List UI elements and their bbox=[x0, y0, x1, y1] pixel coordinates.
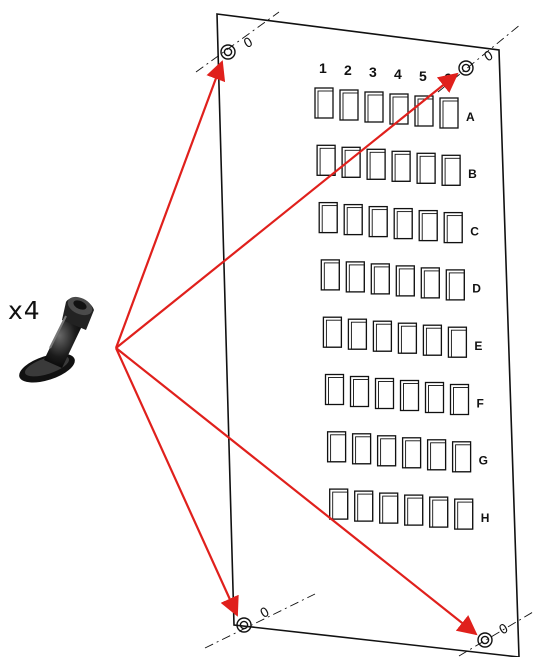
column-label: 3 bbox=[369, 64, 377, 80]
quantity-label: x4 bbox=[8, 296, 41, 325]
arrow-to-bottom-left-hole bbox=[114, 347, 239, 617]
connector-cutout bbox=[441, 154, 461, 186]
mounting-hole-icon bbox=[477, 632, 493, 648]
connector-row: D bbox=[320, 259, 481, 301]
hole-center-lines bbox=[195, 11, 533, 657]
connector-cutout bbox=[372, 320, 393, 352]
connector-row: F bbox=[324, 373, 484, 416]
connector-cutout bbox=[429, 496, 449, 528]
connector-row: A bbox=[314, 87, 475, 129]
connector-cutout bbox=[443, 211, 463, 244]
column-label: 1 bbox=[319, 60, 327, 76]
connector-cutout bbox=[316, 144, 336, 176]
row-label: C bbox=[470, 224, 479, 238]
mounting-hole-icon bbox=[220, 44, 236, 60]
connector-cutout bbox=[449, 383, 470, 416]
column-label: 4 bbox=[394, 66, 402, 82]
connector-row: H bbox=[329, 488, 490, 530]
connector-cutout bbox=[416, 152, 436, 184]
row-label: B bbox=[468, 167, 477, 181]
connector-cutout bbox=[393, 207, 413, 240]
arrow-to-bottom-right-hole bbox=[115, 347, 478, 636]
connector-cutout bbox=[445, 269, 465, 301]
connector-cutout bbox=[391, 150, 411, 182]
row-label: D bbox=[472, 282, 481, 296]
column-label: 2 bbox=[344, 62, 352, 78]
connector-cutout bbox=[376, 435, 397, 467]
connector-cutout bbox=[447, 326, 468, 358]
connector-row: B bbox=[316, 144, 477, 186]
connector-cutout bbox=[404, 494, 424, 526]
arrows bbox=[114, 60, 478, 636]
connector-cutout bbox=[329, 488, 349, 520]
row-label: E bbox=[474, 339, 482, 353]
row-label: F bbox=[477, 396, 484, 410]
connector-row: G bbox=[326, 431, 488, 473]
connector-cutout bbox=[354, 490, 374, 522]
column-label: 5 bbox=[419, 68, 427, 84]
connector-cutout bbox=[418, 209, 438, 242]
connector-cutout bbox=[324, 373, 345, 406]
connector-cutout bbox=[326, 431, 347, 463]
row-label: H bbox=[481, 511, 490, 525]
row-label: G bbox=[479, 454, 488, 468]
connector-cutout bbox=[451, 441, 472, 473]
connector-cutout bbox=[422, 324, 443, 356]
connector-cutout bbox=[349, 375, 370, 408]
connector-cutout bbox=[454, 498, 474, 530]
connector-cutout bbox=[318, 201, 338, 234]
row-label: A bbox=[466, 110, 475, 124]
arrow-to-top-right-hole bbox=[115, 72, 459, 349]
connector-cutout bbox=[439, 97, 459, 129]
connector-cutout bbox=[401, 437, 422, 469]
connector-cutout bbox=[366, 148, 386, 180]
connector-cutout bbox=[374, 377, 395, 410]
connector-cutout bbox=[341, 146, 361, 178]
connector-cutout bbox=[351, 433, 372, 465]
connector-cutout bbox=[399, 379, 420, 412]
connector-cutout bbox=[395, 265, 415, 297]
connector-cutout bbox=[368, 205, 388, 238]
connector-cutout bbox=[397, 322, 418, 354]
connector-cutout bbox=[339, 89, 359, 121]
push-rivet-icon bbox=[19, 296, 94, 383]
mounting-hole-icon bbox=[236, 617, 252, 633]
connector-row: E bbox=[322, 316, 482, 358]
connector-cutout bbox=[424, 381, 445, 414]
connector-cutout bbox=[343, 203, 363, 236]
connector-cutout bbox=[345, 261, 365, 293]
connector-grid: A B C D E F G H bbox=[314, 87, 490, 530]
mounting-holes bbox=[220, 44, 493, 648]
connector-cutout bbox=[314, 87, 334, 119]
connector-cutout bbox=[370, 263, 390, 295]
connector-row: C bbox=[318, 201, 479, 244]
connector-cutout bbox=[420, 267, 440, 299]
connector-cutout bbox=[347, 318, 368, 350]
arrow-to-top-left-hole bbox=[114, 60, 226, 349]
connector-cutout bbox=[320, 259, 340, 291]
mounting-hole-icon bbox=[458, 60, 474, 76]
connector-cutout bbox=[426, 439, 447, 471]
connector-cutout bbox=[379, 492, 399, 524]
connector-cutout bbox=[322, 316, 343, 348]
connector-cutout bbox=[364, 91, 384, 123]
